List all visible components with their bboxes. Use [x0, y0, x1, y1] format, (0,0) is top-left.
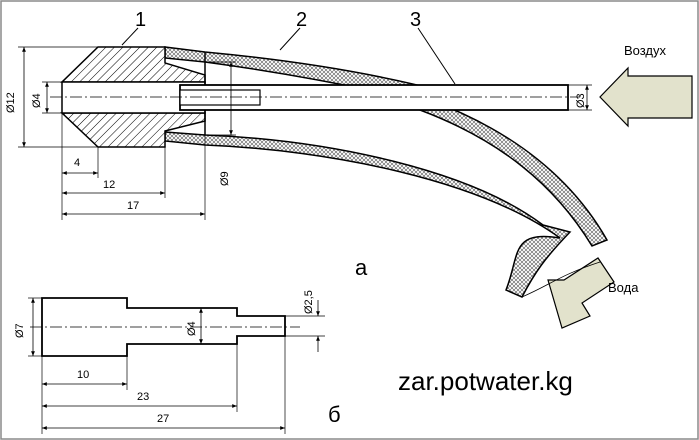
- website-watermark: zar.potwater.kg: [398, 366, 573, 396]
- dim-4: 4: [74, 157, 80, 169]
- water-label: Вода: [608, 280, 639, 295]
- air-arrow-icon: [599, 66, 693, 128]
- dim-d12: Ø12: [5, 92, 17, 113]
- leader-3: [417, 27, 456, 85]
- water-surface: [521, 261, 601, 298]
- dim-12: 12: [103, 179, 115, 191]
- view-b-label: б: [328, 402, 341, 427]
- dim-d3: Ø3: [575, 93, 587, 108]
- dim-d9: Ø9: [219, 171, 231, 186]
- hose-right-wall: [418, 99, 609, 247]
- dim-27: 27: [157, 413, 169, 425]
- dim-23: 23: [137, 391, 149, 403]
- dim-17: 17: [127, 200, 139, 212]
- dim-d4-a: Ø4: [31, 93, 43, 108]
- leader-2: [279, 27, 301, 51]
- air-tube-inner: [179, 89, 261, 106]
- air-label: Воздух: [624, 43, 667, 58]
- part-number-1: 1: [135, 9, 146, 31]
- dim-d7: Ø7: [14, 323, 26, 338]
- hose-lower-wall: [164, 131, 572, 298]
- view-a-label: а: [355, 255, 368, 280]
- leader-1: [121, 27, 139, 46]
- part-number-3: 3: [410, 9, 421, 31]
- dim-d25: Ø2,5: [303, 290, 315, 314]
- part-number-2: 2: [296, 9, 307, 31]
- dim-10: 10: [77, 369, 89, 381]
- dim-d4-b: Ø4: [186, 321, 198, 336]
- water-arrow-icon: [547, 257, 615, 329]
